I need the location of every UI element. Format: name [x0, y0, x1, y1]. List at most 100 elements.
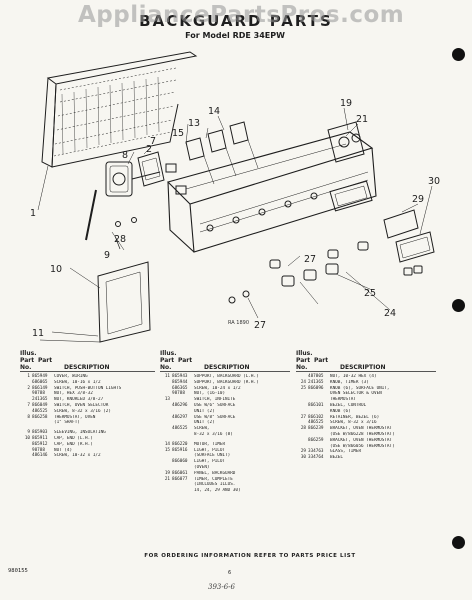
- binder-hole-bottom: [452, 536, 465, 549]
- parts-row: (INCLUDES ILLUS.: [160, 482, 290, 488]
- part-description: NUT (4): [54, 447, 73, 453]
- part-description: (1" SHAFT): [54, 420, 80, 426]
- part-number: 334764: [308, 455, 324, 461]
- part-number: 866061: [172, 470, 188, 476]
- parts-row: 8-32 x 3/16 (8): [160, 432, 290, 438]
- part-number: [32, 420, 54, 426]
- illus-number: 10: [24, 435, 30, 441]
- callout-21: 21: [356, 114, 368, 125]
- part-description: NUT, KNURLED 3/8-27: [54, 397, 104, 403]
- part-number: 866102: [308, 414, 324, 420]
- rear-panel: [46, 51, 198, 85]
- callout-15: 15: [172, 128, 184, 139]
- part-description: OVEN SELECTOR & OVEN: [330, 391, 382, 397]
- part-number: 866077: [172, 476, 188, 482]
- part-number: 866239: [308, 426, 324, 432]
- callout-27-a: 27: [304, 254, 316, 265]
- column-header: No.: [296, 364, 308, 371]
- part-number: 866060: [172, 459, 188, 465]
- page-number: 6: [228, 570, 232, 576]
- part-description: 14, 24, 29 AND 30): [194, 488, 241, 494]
- callout-7: 7: [150, 136, 156, 147]
- part-description: THERMOSTAT: [330, 397, 356, 403]
- callout-10: 10: [50, 264, 62, 275]
- illus-number: 27: [300, 414, 306, 420]
- column-header: Illus.: [20, 350, 37, 357]
- callout-11: 11: [32, 328, 44, 339]
- part-description: SCREW, 8-32 x 3/16: [330, 420, 377, 426]
- illus-number: 9: [27, 430, 30, 436]
- part-number: 686065: [32, 379, 48, 385]
- illus-number: 1: [27, 374, 30, 379]
- part-number: 98788: [32, 391, 45, 397]
- part-description: UNIT (2): [194, 408, 215, 414]
- column-header: No.: [20, 364, 32, 371]
- part-number: 486296: [172, 402, 188, 408]
- part-number: 865903: [32, 430, 48, 436]
- part-description: SUPPORT, BACKGUARD (R.H.): [194, 379, 259, 385]
- part-description: BRACKET, OVEN THERMOSTAT: [330, 437, 393, 443]
- part-description: USE W/6" SURFACE: [194, 402, 236, 408]
- parts-row: UNIT (2): [160, 420, 290, 426]
- part-number: 866096: [308, 385, 324, 391]
- part-description: LIGHT, PILOT: [194, 459, 226, 465]
- illus-number: 2: [27, 385, 30, 391]
- part-description: USE W/8" SURFACE: [194, 414, 236, 420]
- exploded-parts-diagram: 1 2 7 8 9 10 11 13 14 15 19 21 24 25 27 …: [30, 51, 440, 343]
- form-number: 980155: [8, 568, 28, 574]
- part-description: SWITCH, OVEN SELECTOR: [54, 402, 109, 408]
- column-header: DESCRIPTION: [340, 364, 386, 371]
- timer-assembly: [327, 121, 365, 163]
- part-description: SWITCH, INFINITE: [194, 397, 236, 403]
- clock-window: [329, 180, 373, 212]
- binder-hole-middle: [452, 299, 465, 312]
- page-title: BACKGUARD PARTS: [139, 12, 333, 30]
- part-number: 866049: [32, 402, 48, 408]
- illus-number: 13: [164, 397, 170, 403]
- column-header: Illus.: [296, 350, 313, 357]
- illus-number: 25: [300, 385, 306, 391]
- callout-24: 24: [384, 308, 396, 319]
- parts-row: (USE W/866056 THERMOSTAT): [296, 444, 436, 450]
- part-number: 486525: [172, 426, 188, 432]
- part-description: BEZEL, CONTROL: [330, 402, 367, 408]
- illus-number: 28: [300, 426, 306, 432]
- parts-row: 866060 LIGHT, PILOT: [160, 459, 290, 465]
- parts-row: (OVEN): [160, 465, 290, 471]
- column-header: Part: [296, 357, 311, 364]
- part-description: SUPPORT, BACKGUARD (L.H.): [194, 374, 259, 379]
- column-header: Part: [160, 357, 175, 364]
- parts-row: 13 SWITCH, INFINITE: [160, 397, 290, 403]
- part-description: BRACKET, OVEN THERMOSTAT: [330, 426, 393, 432]
- part-description: TIMER, COMPLETE: [194, 476, 233, 482]
- parts-row: (USE W/866228 THERMOSTAT): [296, 432, 436, 438]
- watermark: AppliancePartsPros.com: [78, 2, 405, 28]
- callout-2: 2: [146, 144, 152, 155]
- part-description: KNOB (6): [330, 408, 351, 414]
- column-header: Part: [20, 357, 35, 364]
- callout-27-b: 27: [254, 320, 266, 331]
- illus-number: 15: [164, 447, 170, 453]
- part-description: (SURFACE UNIT): [194, 453, 231, 459]
